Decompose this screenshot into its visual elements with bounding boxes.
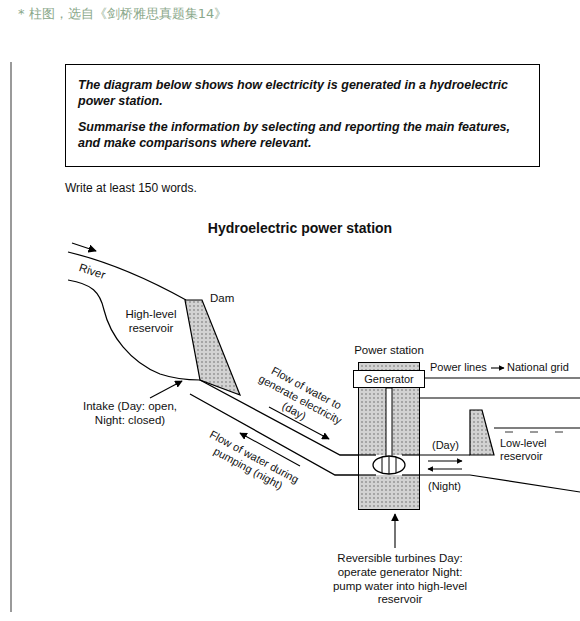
power-station: Power stationGenerator (358, 362, 420, 510)
reservoir-label: Low-level reservoir (500, 437, 572, 463)
turbine-note: Reversible turbines Day: operate generat… (325, 552, 475, 607)
word-count-note: Write at least 150 words. (65, 181, 197, 195)
night-label: (Night) (428, 480, 461, 493)
station-label: Power station (353, 344, 425, 356)
diagram-title: Hydroelectric power station (150, 220, 450, 237)
source-note: * 柱图，选自《剑桥雅思真题集14》 (18, 6, 227, 22)
generator-box: Generator (353, 370, 425, 388)
day-label: (Day) (432, 439, 459, 452)
intake-label: Intake (Day: open, Night: closed) (80, 400, 180, 428)
flow-label: Flow of water during pumping (night) (195, 425, 306, 501)
instruction-text: The diagram below shows how electricity … (78, 77, 527, 110)
grid-label: National grid (507, 361, 569, 374)
generator-label: Generator (364, 373, 414, 385)
instruction-text: Summarise the information by selecting a… (78, 119, 527, 152)
dam-label: Dam (210, 292, 234, 306)
power-lines-label: Power lines (430, 361, 487, 374)
instruction-box: The diagram below shows how electricity … (65, 64, 540, 167)
reservoir-label: High-level reservoir (120, 308, 182, 336)
river-label: River (77, 261, 107, 282)
